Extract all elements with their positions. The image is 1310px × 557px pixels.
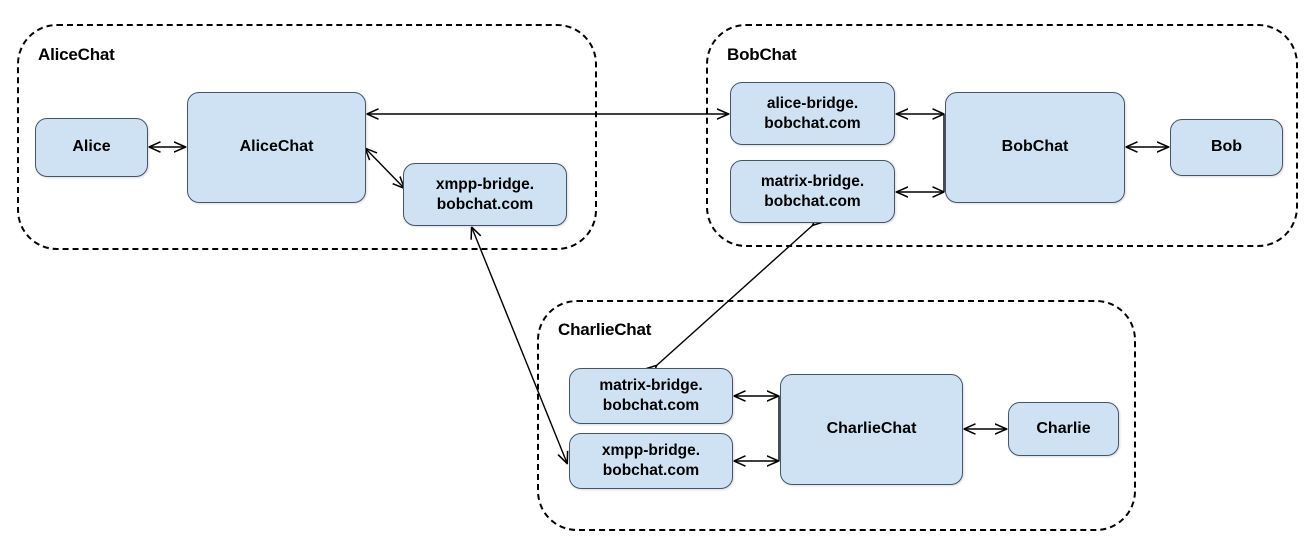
node-alicechat-server-line1: AliceChat: [239, 138, 314, 156]
node-charlie-matrix-bridge-line1: matrix-bridge.: [599, 377, 703, 395]
node-charlie-matrix-bridge[interactable]: matrix-bridge. bobchat.com: [569, 368, 733, 424]
node-bob-alice-bridge-line1: alice-bridge.: [766, 94, 859, 112]
node-bob-matrix-bridge-line1: matrix-bridge.: [760, 172, 865, 190]
node-alice-xmpp-bridge[interactable]: xmpp-bridge. bobchat.com: [403, 163, 567, 226]
node-bob-matrix-bridge-line2: bobchat.com: [764, 192, 861, 210]
group-label-alicechat: AliceChat: [38, 45, 115, 64]
node-alice[interactable]: Alice: [35, 118, 148, 177]
node-charlie-matrix-bridge-line2: bobchat.com: [602, 397, 700, 414]
node-charlie-xmpp-bridge-line1: xmpp-bridge.: [601, 442, 701, 460]
node-bob-matrix-bridge[interactable]: matrix-bridge. bobchat.com: [730, 160, 895, 223]
group-bobchat: [706, 24, 1298, 247]
group-label-bobchat: BobChat: [727, 45, 797, 64]
node-bob[interactable]: Bob: [1170, 119, 1283, 176]
group-alicechat: [17, 24, 597, 250]
node-bob-line1: Bob: [1210, 138, 1243, 156]
node-charlie-xmpp-bridge-line2: bobchat.com: [602, 462, 700, 479]
node-alicechat-server[interactable]: AliceChat: [187, 92, 366, 203]
node-bob-alice-bridge-line2: bobchat.com: [764, 114, 861, 132]
node-alice-xmpp-bridge-line2: bobchat.com: [436, 195, 534, 213]
node-alice-xmpp-bridge-line1: xmpp-bridge.: [435, 175, 535, 193]
node-charliechat-server-line1: CharlieChat: [826, 420, 917, 438]
node-bobchat-server-line1: BobChat: [1001, 138, 1069, 156]
node-charliechat-server[interactable]: CharlieChat: [780, 374, 963, 485]
group-charliechat: [537, 300, 1136, 531]
group-label-charliechat: CharlieChat: [558, 320, 652, 339]
node-charlie-xmpp-bridge[interactable]: xmpp-bridge. bobchat.com: [569, 433, 733, 489]
node-charlie-line1: Charlie: [1036, 419, 1091, 437]
node-bob-alice-bridge[interactable]: alice-bridge. bobchat.com: [730, 82, 895, 145]
node-alice-line1: Alice: [72, 138, 111, 156]
node-charlie[interactable]: Charlie: [1008, 402, 1119, 456]
node-bobchat-server[interactable]: BobChat: [945, 92, 1125, 203]
